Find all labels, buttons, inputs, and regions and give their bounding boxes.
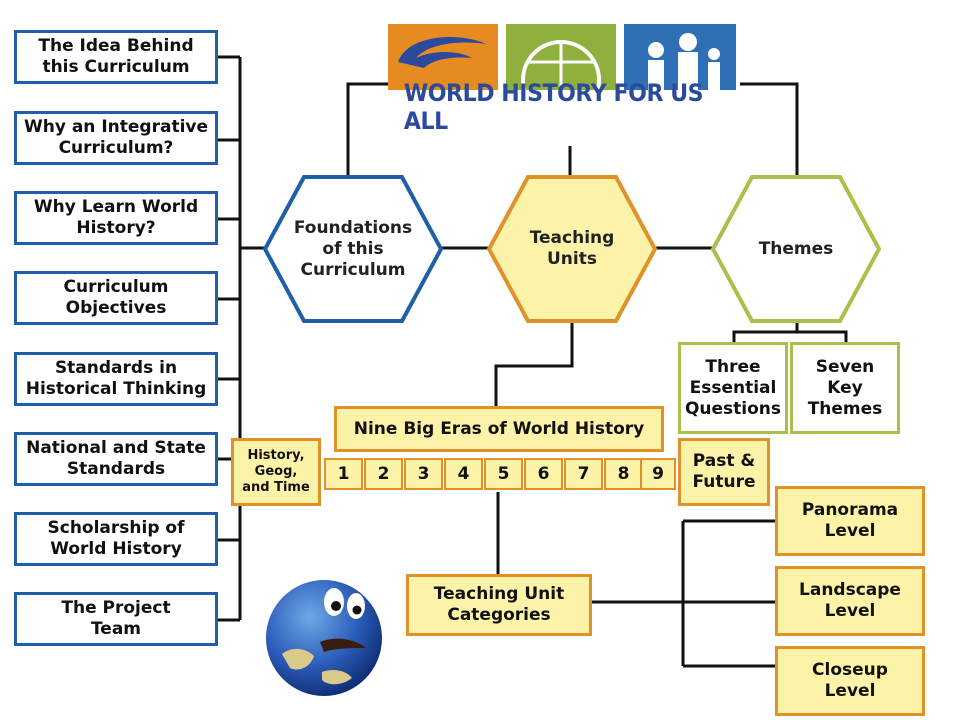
hex-foundations[interactable] bbox=[262, 174, 444, 324]
hex-themes-label: Themes bbox=[758, 238, 834, 259]
logo-title: WORLD HISTORY FOR US ALL bbox=[403, 79, 704, 135]
past-future[interactable]: Past & Future bbox=[678, 438, 770, 506]
nav-why-integrative[interactable]: Why an Integrative Curriculum? bbox=[14, 111, 218, 165]
history-geog-time[interactable]: History, Geog, and Time bbox=[231, 438, 321, 506]
hex-teaching-units-label: Teaching Units bbox=[529, 228, 615, 269]
era-9[interactable]: 9 bbox=[640, 458, 676, 490]
era-4[interactable]: 4 bbox=[444, 458, 483, 490]
era-2[interactable]: 2 bbox=[364, 458, 403, 490]
seven-key-themes[interactable]: Seven Key Themes bbox=[790, 342, 900, 434]
era-1[interactable]: 1 bbox=[324, 458, 363, 490]
logo-emblem-icon bbox=[388, 24, 736, 120]
landscape-level[interactable]: Landscape Level bbox=[775, 566, 925, 636]
closeup-level[interactable]: Closeup Level bbox=[775, 646, 925, 716]
panorama-level[interactable]: Panorama Level bbox=[775, 486, 925, 556]
era-3[interactable]: 3 bbox=[404, 458, 443, 490]
nine-big-eras-title[interactable]: Nine Big Eras of World History bbox=[334, 406, 664, 452]
three-essential-questions[interactable]: Three Essential Questions bbox=[678, 342, 788, 434]
nav-standards-historical-thinking[interactable]: Standards in Historical Thinking bbox=[14, 352, 218, 406]
logo bbox=[388, 22, 740, 122]
era-5[interactable]: 5 bbox=[484, 458, 523, 490]
era-7[interactable]: 7 bbox=[564, 458, 603, 490]
hex-themes[interactable] bbox=[710, 174, 882, 324]
hex-foundations-label: Foundations of this Curriculum bbox=[293, 217, 413, 280]
teaching-unit-categories[interactable]: Teaching Unit Categories bbox=[406, 574, 592, 636]
era-8[interactable]: 8 bbox=[604, 458, 643, 490]
nav-curriculum-objectives[interactable]: Curriculum Objectives bbox=[14, 271, 218, 325]
hex-teaching-units[interactable] bbox=[486, 174, 658, 324]
era-6[interactable]: 6 bbox=[524, 458, 563, 490]
nav-why-learn-world-history[interactable]: Why Learn World History? bbox=[14, 191, 218, 245]
globe-mascot-icon bbox=[266, 580, 382, 696]
nav-idea-behind-curriculum[interactable]: The Idea Behind this Curriculum bbox=[14, 30, 218, 84]
nav-scholarship-world-history[interactable]: Scholarship of World History bbox=[14, 512, 218, 566]
nav-project-team[interactable]: The Project Team bbox=[14, 592, 218, 646]
nav-national-state-standards[interactable]: National and State Standards bbox=[14, 432, 218, 486]
